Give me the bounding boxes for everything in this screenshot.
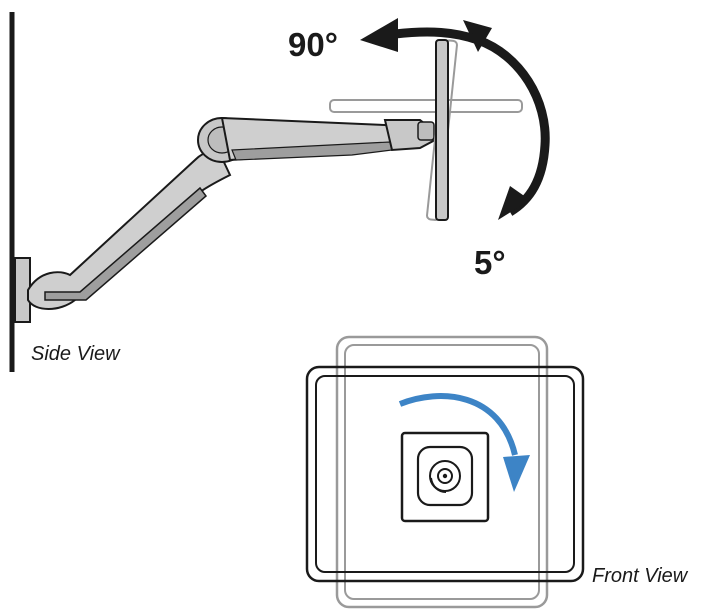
tilt-arrow-down-head [498,186,530,220]
tilt-knob [417,121,435,141]
lower-arm [27,151,232,310]
rotate-arrow-head [503,455,530,492]
rotate-arrow-icon [398,393,518,456]
tilt-arrow-icon [476,35,550,216]
ghost-monitor-portrait-outer [335,335,549,609]
mount-inner [416,445,474,507]
tilt-up-label: 90° [288,26,338,63]
monitor-front-inner [315,375,575,573]
tilt-down-label: 5° [474,244,506,281]
front-view [305,335,585,609]
monitor-front-outer [305,365,585,583]
tilt-arrow-up-head [360,18,398,52]
ghost-monitor-horizontal [329,99,523,113]
ghost-monitor-portrait-inner [344,344,540,600]
front-view-label: Front View [592,565,688,587]
lower-arm-shadow [44,186,208,301]
side-view-label: Side View [31,343,120,365]
upper-arm-underside [231,141,393,161]
monitor-side [435,39,449,221]
wall-plate [14,257,31,323]
side-view [9,12,550,372]
mount-plate [400,431,490,523]
